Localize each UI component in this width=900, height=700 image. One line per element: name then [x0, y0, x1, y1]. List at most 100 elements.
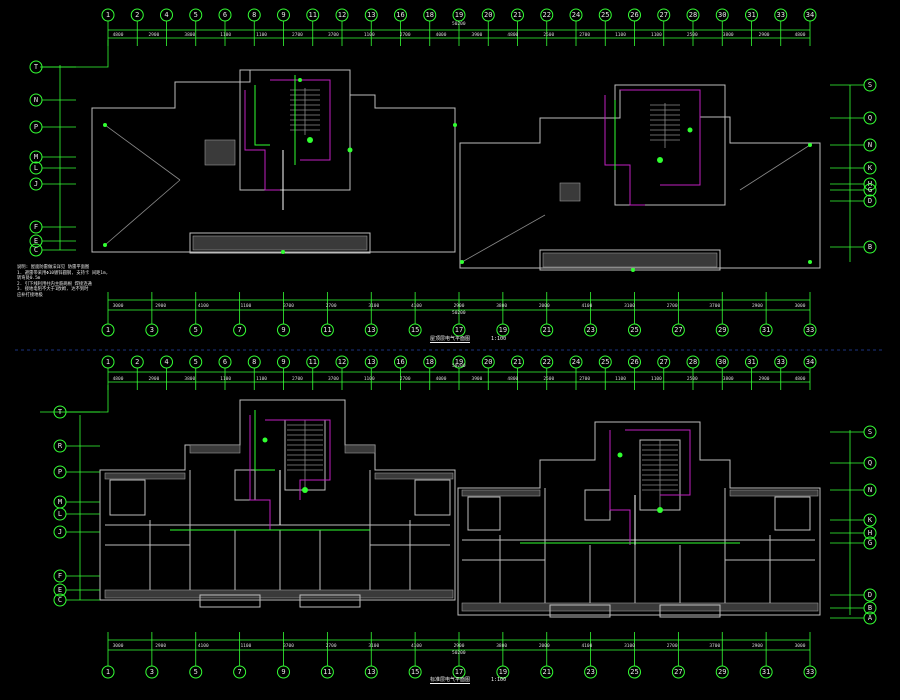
axis-bubble-circle — [481, 8, 495, 22]
design-notes: 说明: 屋面防雷做法详见 防雷平面图 1. 避雷带采用Φ10镀锌圆钢, 支持卡 … — [17, 265, 112, 299]
axis-bubble-top: 9 — [277, 8, 290, 22]
axis-bubble-circle — [569, 355, 583, 369]
axis-bubble-circle — [364, 8, 378, 22]
top-plan-scale: 1:100 — [491, 336, 507, 342]
axis-bubble-label: 20 — [484, 358, 492, 366]
axis-bubble-label: 11 — [309, 358, 317, 366]
axis-bubble-label: M — [34, 153, 38, 161]
axis-bubble-right: S — [863, 78, 877, 92]
wiring-right — [604, 95, 645, 206]
dimension-label: 3700 — [328, 32, 339, 38]
axis-bubble-label: 25 — [601, 11, 609, 19]
dimension-label: 4100 — [198, 303, 209, 309]
axis-bubble-label: S — [868, 428, 872, 436]
dimension-label: 2900 — [454, 303, 465, 309]
axis-bubble-label: 21 — [513, 11, 521, 19]
axis-bubble-label: 5 — [194, 326, 198, 334]
stair-core-right — [614, 84, 726, 206]
axis-bubble-circle — [863, 78, 877, 92]
axis-bubble-circle — [320, 323, 334, 337]
axis-bubble-circle — [408, 665, 422, 679]
axis-bubble-top: 33 — [774, 355, 788, 369]
axis-bubble-top: 27 — [657, 355, 671, 369]
axis-bubble-label: 4 — [164, 358, 168, 366]
axis-bubble-right: A — [863, 611, 877, 625]
axis-bubble-circle — [863, 513, 877, 527]
axis-bubble-circle — [540, 8, 554, 22]
dimension-label: 3900 — [472, 32, 483, 38]
axis-bubble-circle — [394, 8, 407, 22]
axis-bubble-left: L — [29, 161, 43, 175]
top-plan-title: 屋顶层电气平面图 1:100 — [430, 335, 507, 343]
dimension-label: 1100 — [240, 643, 251, 649]
axis-bubble-circle — [452, 8, 466, 22]
axis-bubble-label: 3 — [150, 668, 154, 676]
axis-bubble-top: 24 — [569, 8, 583, 22]
axis-bubble-bottom: 21 — [540, 323, 554, 337]
axis-bubble-bottom: 31 — [759, 323, 773, 337]
dimension-label: 3100 — [368, 303, 379, 309]
axis-bubble-label: 1 — [106, 668, 110, 676]
dimension-label: 2700 — [579, 32, 590, 38]
axis-bubble-circle — [53, 525, 67, 539]
axis-bubble-left: C — [29, 243, 43, 257]
axis-bubble-right: B — [863, 601, 877, 615]
axis-bubble-circle — [277, 355, 290, 369]
axis-bubble-circle — [628, 665, 641, 679]
axis-bubble-label: 9 — [281, 358, 285, 366]
axis-bubble-circle — [101, 665, 115, 679]
dimension-label: 3100 — [368, 643, 379, 649]
axis-bubble-left: J — [29, 177, 43, 191]
dimension-label: 2900 — [759, 32, 770, 38]
axis-bubble-right: S — [863, 425, 877, 439]
axis-bubble-label: 33 — [806, 326, 814, 334]
axis-bubble-label: 5 — [194, 11, 198, 19]
axis-bubble-label: 11 — [309, 11, 317, 19]
axis-bubble-right: K — [863, 513, 877, 527]
axis-bubble-circle — [863, 483, 877, 497]
lightning-rod-icon — [103, 243, 107, 247]
dimension-label: 3000 — [113, 643, 124, 649]
axis-bubble-top: 21 — [511, 8, 524, 22]
axis-bubble-label: K — [868, 516, 873, 524]
axis-bubble-label: F — [34, 223, 38, 231]
axis-bubble-top: 18 — [423, 8, 437, 22]
dimension-label: 4800 — [795, 32, 806, 38]
axis-bubble-circle — [364, 665, 378, 679]
axis-bubble-top: 12 — [335, 8, 349, 22]
axis-bubble-label: 18 — [426, 358, 434, 366]
axis-bubble-circle — [130, 8, 144, 22]
wiring-bottom-right — [609, 430, 631, 545]
axis-bubble-top: 4 — [160, 355, 173, 369]
parapet-box — [189, 232, 371, 254]
axis-bubble-left: C — [53, 593, 67, 607]
dimension-label: 2500 — [687, 32, 698, 38]
axis-bubble-circle — [29, 150, 43, 164]
axis-bubble-label: 13 — [367, 11, 375, 19]
bottom-plan-title-text: 标准层电气平面图 — [430, 677, 471, 684]
note-line: 说明: 屋面防雷做法详见 防雷平面图 — [17, 265, 90, 270]
light-fixture-icon — [302, 487, 308, 493]
bottom-plan-title: 标准层电气平面图 1:100 — [430, 676, 506, 684]
dimension-label: 3800 — [496, 303, 507, 309]
bottom-plan — [40, 371, 851, 651]
axis-bubble-label: F — [58, 572, 62, 580]
axis-bubble-label: 9 — [281, 668, 285, 676]
axis-bubble-label: G — [868, 539, 872, 547]
axis-bubble-circle — [452, 665, 466, 679]
axis-bubble-left: L — [53, 507, 67, 521]
axis-bubble-bottom: 1 — [101, 665, 115, 679]
axis-bubble-left: T — [53, 405, 67, 419]
axis-bubble-label: 16 — [396, 11, 404, 19]
axis-bubble-top: 30 — [715, 8, 729, 22]
dimension-label: 2700 — [400, 376, 411, 382]
axis-bubble-circle — [189, 355, 203, 369]
axis-bubble-circle — [53, 569, 67, 583]
dimension-label: 3100 — [624, 643, 635, 649]
dimension-label: 2700 — [326, 643, 337, 649]
roof-ridge — [104, 179, 181, 246]
axis-bubble-label: 27 — [660, 358, 668, 366]
axis-bubble-bottom: 9 — [277, 665, 290, 679]
lightning-rod-icon — [281, 250, 285, 254]
